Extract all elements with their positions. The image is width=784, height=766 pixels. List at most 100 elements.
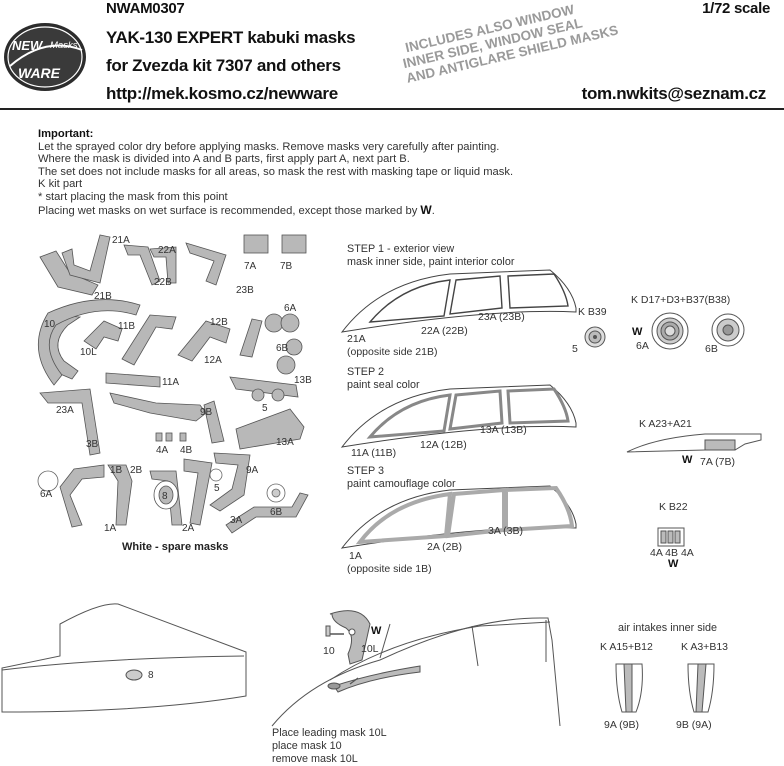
contact-email[interactable]: tom.nwkits@seznam.cz [581,84,767,103]
sheet-label: 21A [112,235,130,246]
antenna-part: 7A (7B) [700,456,736,468]
step-3-note: (opposite side 1B) [347,563,432,575]
step-3-part-1a: 1A [349,550,362,562]
title-line-1: YAK-130 EXPERT kabuki masks [106,28,356,47]
sheet-label: 3B [86,439,99,450]
header-divider [0,108,784,110]
mask-6a-2 [280,313,300,333]
scale: 1/72 scale [702,0,770,17]
sheet-label: 8 [162,491,168,502]
mask-11a [105,372,161,388]
sheet-label: 11B [118,321,135,332]
sheet-label: 10L [80,347,97,358]
mask-9b [109,392,207,422]
step-3-title: STEP 3 paint camouflage color [347,465,456,491]
intake-k1: K A15+B12 [600,641,653,653]
mask-9b-2 [203,400,225,444]
wheel-6b-icon [711,313,745,347]
product-code: NWAM0307 [106,0,185,17]
sheet-label: 5 [262,403,268,414]
canopy-part-10: 10 [323,645,335,657]
sheet-label: 4B [180,445,193,456]
mask-5-a [251,388,265,402]
mask-11b [83,320,123,350]
step-3-subtitle: paint camouflage color [347,478,456,490]
instruction-line: Where the mask is divided into A and B p… [38,153,410,166]
step-2-canopy [340,384,577,448]
sheet-label: 2B [130,465,143,476]
mask-1a [107,464,133,526]
new-ware-logo-icon: NEW Masks WARE [4,23,86,91]
step-1-heading: STEP 1 - exterior view [347,243,455,255]
sheet-label: 3A [230,515,243,526]
mask-22a [149,246,177,284]
sheet-label: 13B [294,375,312,386]
mask-1b [59,464,105,528]
logo-text-ware: WARE [18,65,61,81]
intakes-title: air intakes inner side [618,622,718,634]
sheet-label: 6A [40,489,53,500]
step-3-part-3a: 3A (3B) [488,525,524,537]
sheet-label: 23B [236,285,254,296]
b22-part-icon [657,527,685,547]
step-2-part-11a: 11A (11B) [351,447,397,459]
antenna-diagram [626,433,762,453]
sheet-label: 10 [44,319,56,330]
mask-7b [281,234,307,254]
canopy-note: remove mask 10L [272,753,358,765]
b22-k: K B22 [659,501,688,513]
mask-6a [264,313,284,333]
sheet-label: 6A [284,303,297,314]
step-1-title: STEP 1 - exterior view mask inner side, … [347,243,514,269]
step-1-subtitle: mask inner side, paint interior color [347,256,515,268]
mask-4a-2 [165,432,173,442]
intake-part-right: 9B (9A) [676,719,712,731]
sheet-label: 9A [246,465,259,476]
sheet-label: 5 [214,483,220,494]
mask-sheet: 21A 22A 7A 7B 21B 22B 23B 6A 10 11B 12B … [37,234,312,534]
wheel-wet-mark-icon: W [632,326,643,338]
mask-3a [225,492,309,534]
intake-part-left: 9A (9B) [604,719,640,731]
mask-12a [177,320,231,362]
mask-5-b [271,388,285,402]
instruction-line: Placing wet masks on wet surface is reco… [38,202,435,217]
mask-2b [183,458,213,526]
mask-7a [243,234,269,254]
wheel-part-6a: 6A [636,340,649,352]
title-line-2: for Zvezda kit 7307 and others [106,56,341,75]
instruction-line: K kit part [38,178,83,191]
logo-text-new: NEW [12,38,44,53]
tail-part-8: 8 [148,670,154,681]
spare-6a [37,470,59,492]
step-2-part-13a: 13A (13B) [480,424,527,436]
b22-parts: 4A 4B 4A [650,547,694,559]
b22-wet-mark-icon: W [668,558,679,570]
step-3-heading: STEP 3 [347,465,385,477]
includes-notice: INCLUDES ALSO WINDOW INNER SIDE, WINDOW … [398,0,671,86]
instructions-heading: Important: [38,128,94,140]
step-1-part-23a: 23A (23B) [478,311,525,323]
mask-6b-2 [285,338,303,356]
sheet-label: 12B [210,317,228,328]
wheel-part-6b: 6B [705,343,718,355]
mask-21a [61,234,111,284]
sheet-label: 13A [276,437,294,448]
mask-9a [209,452,251,512]
sheet-label: 22A [158,245,176,256]
sheet-label: 7B [280,261,293,272]
instruction-line: Let the sprayed color dry before applyin… [38,140,500,153]
wet-mark-icon: W [420,202,432,217]
canopy-wet-mark-icon: W [371,625,382,637]
instruction-line: The set does not include masks for all a… [38,165,514,178]
step-3-part-2a: 2A (2B) [427,541,463,553]
step-2-subtitle: paint seal color [347,379,420,391]
sheet-label: 6B [270,507,283,518]
sheet-label: 12A [204,355,222,366]
sheet-label: 7A [244,261,257,272]
canopy-note: place mask 10 [272,740,342,752]
website-url[interactable]: http://mek.kosmo.cz/newware [106,84,338,103]
spare-masks-label: White - spare masks [122,541,229,553]
mask-22b [123,244,161,286]
step-3-canopy [340,485,577,549]
